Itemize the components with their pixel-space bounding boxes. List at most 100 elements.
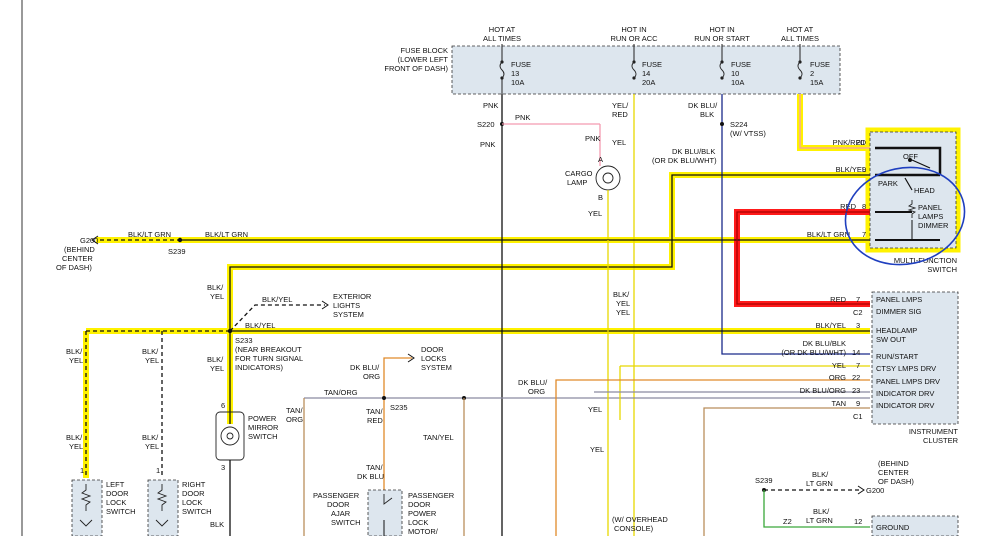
mfs-off: OFF: [903, 152, 918, 161]
gnd-pin12: 12: [854, 517, 862, 526]
cargo-lamp-label-1: CARGO: [565, 169, 593, 178]
blk-yel-g: YEL: [616, 308, 630, 317]
left-door-1: LEFT: [106, 480, 125, 489]
blk-yel-d-1: BLK/: [66, 433, 83, 442]
fuse-10: HOT IN RUN OR START FUSE 10 10A: [694, 25, 751, 87]
mfs-pin-3: 8: [862, 202, 866, 211]
blk-yel-c-1: BLK/: [207, 355, 224, 364]
fuse-13-num: 13: [511, 69, 519, 78]
pass-motor-4: LOCK: [408, 518, 428, 527]
wire-s220: S220: [477, 120, 495, 129]
ic-label-title-2: CLUSTER: [923, 436, 959, 445]
fuse-14-hot-2: RUN OR ACC: [610, 34, 658, 43]
ic-wire-5: (OR DK BLU/WHT): [781, 348, 846, 357]
passenger-door-ajar-switch: PASSENGER DOOR AJAR SWITCH: [313, 489, 403, 536]
wire-blk: BLK: [210, 520, 224, 529]
ic-pin-8: 23: [852, 386, 860, 395]
multi-function-switch-box: [869, 131, 957, 249]
gnd-s239: S239: [755, 476, 773, 485]
right-door-lock-switch: 1 RIGHT DOOR LOCK SWITCH: [147, 466, 212, 536]
left-door-2: DOOR: [106, 489, 129, 498]
right-door-1: RIGHT: [182, 480, 206, 489]
fuse-13-name: FUSE: [511, 60, 531, 69]
instrument-cluster: RED BLK/YEL DK BLU/BLK (OR DK BLU/WHT) Y…: [781, 291, 959, 445]
left-door-4: SWITCH: [106, 507, 136, 516]
gnd-note-3: OF DASH): [878, 477, 914, 486]
wire-blk-yel-left-1: BLK/: [207, 283, 224, 292]
door-locks-3: SYSTEM: [421, 363, 452, 372]
fuse-10-amp: 10A: [731, 78, 744, 87]
pass-ajar-1: PASSENGER: [313, 491, 360, 500]
wire-blk-yel-branch: BLK/YEL: [262, 295, 292, 304]
tan-red-2: RED: [367, 416, 383, 425]
gnd-note-1: (BEHIND: [878, 459, 909, 468]
fuse-10-name: FUSE: [731, 60, 751, 69]
fuse-2-hot-2: ALL TIMES: [781, 34, 819, 43]
mfs-pin-1: 20: [856, 138, 864, 147]
power-mirror-3: SWITCH: [248, 432, 278, 441]
s233-2: (NEAR BREAKOUT: [235, 345, 302, 354]
blk-yel-b-1: BLK/: [142, 347, 159, 356]
fuse-14-num: 14: [642, 69, 650, 78]
fuse-13-hot-2: ALL TIMES: [483, 34, 521, 43]
mfs-dimmer-2: LAMPS: [918, 212, 943, 221]
ic-pin-7: 22: [852, 373, 860, 382]
wire-pnk-low: PNK: [480, 140, 495, 149]
instrument-cluster-box: [871, 291, 959, 425]
fuse-2: HOT AT ALL TIMES FUSE 2 15A: [781, 25, 830, 87]
ic-label-6: CTSY LMPS DRV: [876, 364, 936, 373]
wire-pnk-cargo: PNK: [585, 134, 600, 143]
s233-1: S233: [235, 336, 253, 345]
ic-pin-0: 7: [856, 295, 860, 304]
ic-pin-6: 7: [856, 361, 860, 370]
cargo-lamp: CARGO LAMP A B YEL: [565, 155, 621, 240]
dkblu-org-2: ORG: [363, 372, 380, 381]
fuse-block: FUSE BLOCK (LOWER LEFT FRONT OF DASH) HO…: [384, 25, 841, 124]
fuse-13: HOT AT ALL TIMES FUSE 13 10A: [483, 25, 531, 124]
fuse-2-amp: 15A: [810, 78, 823, 87]
fuse-block-box: [451, 45, 841, 95]
ground-box: [871, 515, 959, 536]
exterior-1: EXTERIOR: [333, 292, 372, 301]
wire-s239: S239: [168, 247, 186, 256]
mfs-head: HEAD: [914, 186, 935, 195]
door-locks-2: LOCKS: [421, 354, 446, 363]
fuse-10-hot-1: HOT IN: [709, 25, 734, 34]
wire-blk-yel-mid: BLK/YEL: [245, 321, 275, 330]
wire-g200-note-1: (BEHIND: [64, 245, 95, 254]
wire-blk-yel-left-2: YEL: [210, 292, 224, 301]
pin-1a: 1: [80, 466, 84, 475]
right-door-4: SWITCH: [182, 507, 212, 516]
right-door-2: DOOR: [182, 489, 205, 498]
wire-g200-note-3: OF DASH): [56, 263, 92, 272]
fuse-10-hot-2: RUN OR START: [694, 34, 750, 43]
fuse-14: HOT IN RUN OR ACC FUSE 14 20A: [610, 25, 662, 87]
ic-label-2: HEADLAMP: [876, 326, 917, 335]
fuse-13-amp: 10A: [511, 78, 524, 87]
annotation-circle: [844, 166, 966, 266]
ic-wire-0: RED: [830, 295, 846, 304]
ic-pin-5: 14: [852, 348, 860, 357]
mfs-park: PARK: [878, 179, 898, 188]
mfs-wire-1: PNK/RED: [833, 138, 867, 147]
ic-label-3: SW OUT: [876, 335, 906, 344]
ic-label-8: INDICATOR DRV: [876, 389, 934, 398]
blk-yel-f-2: YEL: [616, 299, 630, 308]
wire-dkblu-alt-1: DK BLU/BLK: [672, 147, 715, 156]
wire-blk-ltgrn-left: BLK/LT GRN: [128, 230, 171, 239]
wire-pnk-branch: PNK: [515, 113, 530, 122]
wire-yel-top: YEL: [612, 138, 626, 147]
ic-label-9: INDICATOR DRV: [876, 401, 934, 410]
pin-6: 6: [221, 401, 225, 410]
ic-label-5: RUN/START: [876, 352, 919, 361]
ic-label-7: PANEL LMPS DRV: [876, 377, 940, 386]
gnd-wire-2: LT GRN: [806, 479, 833, 488]
cargo-lamp-pin-b: B: [598, 193, 603, 202]
wire-g200-note-2: CENTER: [62, 254, 93, 263]
ic-pin-2: 3: [856, 321, 860, 330]
dkblu-org2-1: DK BLU/: [518, 378, 548, 387]
wire-dkblu-blk-2: BLK: [700, 110, 714, 119]
ic-wire-9: TAN: [832, 399, 846, 408]
ic-label-title-1: INSTRUMENT: [909, 427, 959, 436]
